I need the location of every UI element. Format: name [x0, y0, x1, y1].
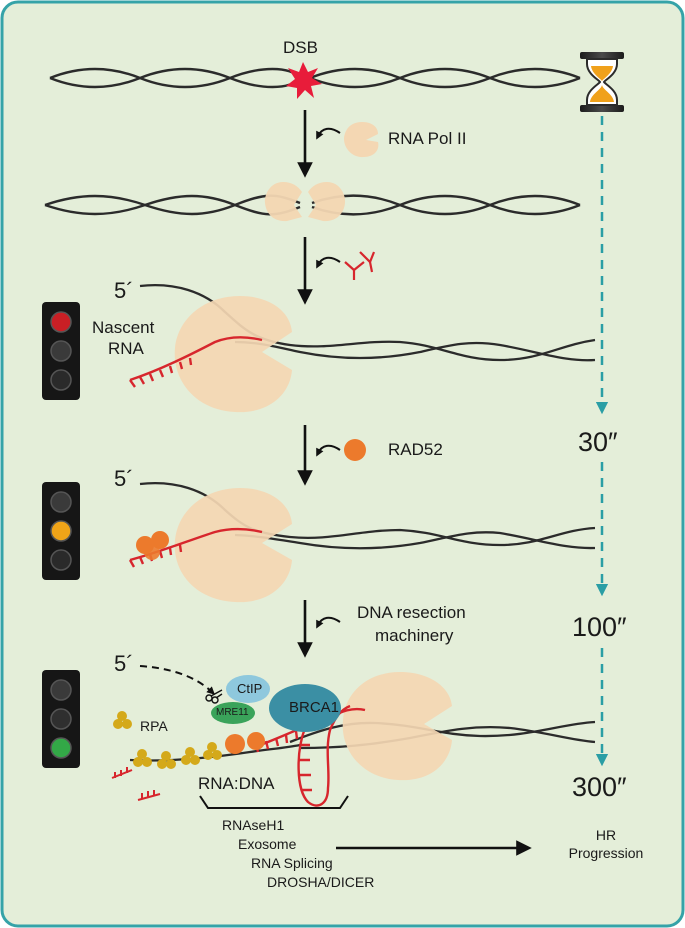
recruit-arrow-4 [316, 616, 341, 629]
nascent-label: Nascent [92, 318, 155, 337]
rna-pol-ii-body-4 [174, 488, 292, 603]
ctip-label: CtIP [237, 681, 263, 696]
factor-drosha-dicer: DROSHA/DICER [267, 874, 375, 890]
brca1-label: BRCA1 [289, 699, 340, 716]
rpa-label: RPA [140, 718, 168, 734]
timepoint-100: 100″ [572, 612, 627, 642]
rna-fragment-icon [344, 251, 376, 280]
recruit-arrow-1 [316, 127, 341, 140]
scissors-icon [205, 689, 223, 704]
factor-rnaseh1: RNAseH1 [222, 817, 285, 833]
hourglass-icon [580, 52, 624, 112]
traffic-light-2 [42, 482, 80, 580]
timepoint-300: 300″ [572, 772, 627, 802]
resection-complex [211, 675, 341, 732]
resection-label-line1: DNA resection [357, 603, 466, 622]
five-prime-label-4: 5´ [114, 466, 134, 491]
rna-fragments-degraded [111, 767, 161, 801]
hr-label-line2: Progression [568, 845, 644, 861]
dna-strands-row1 [49, 67, 581, 89]
rna-pol-ii-pair [264, 182, 346, 222]
five-prime-label-5: 5´ [114, 651, 134, 676]
hybrid-bracket [199, 795, 349, 809]
rna-pol-ii-icon [344, 122, 379, 158]
recruit-arrow-3 [316, 444, 341, 457]
timepoint-30: 30″ [578, 427, 618, 457]
rna-pol-ii-label: RNA Pol II [388, 129, 467, 148]
rpa-on-ssdna [133, 742, 222, 769]
rpa-cluster-legend [113, 711, 132, 729]
rad52-bound-5 [225, 732, 265, 754]
rna-dna-label: RNA:DNA [198, 774, 275, 793]
dsb-label: DSB [283, 38, 318, 57]
dsb-break-icon [286, 62, 322, 99]
mre11-label: MRE11 [216, 707, 249, 718]
five-prime-label-3: 5´ [114, 278, 134, 303]
rad52-icon [344, 439, 366, 461]
recruit-arrow-2 [316, 256, 341, 269]
traffic-light-3 [42, 670, 80, 768]
rna-pol-ii-body-5 [342, 672, 452, 781]
traffic-light-1 [42, 302, 80, 400]
resected-strand-dashed [139, 665, 215, 695]
hr-label-line1: HR [595, 827, 617, 843]
rad52-bound-4 [136, 531, 169, 560]
factor-exosome: Exosome [238, 836, 297, 852]
rad52-label: RAD52 [388, 440, 443, 459]
rna-label: RNA [108, 339, 144, 358]
rna-pol-ii-body-3 [174, 296, 292, 413]
factor-rna-splicing: RNA Splicing [251, 855, 333, 871]
resection-label-line2: machinery [375, 626, 454, 645]
nascent-rna-strand-3 [129, 336, 263, 388]
